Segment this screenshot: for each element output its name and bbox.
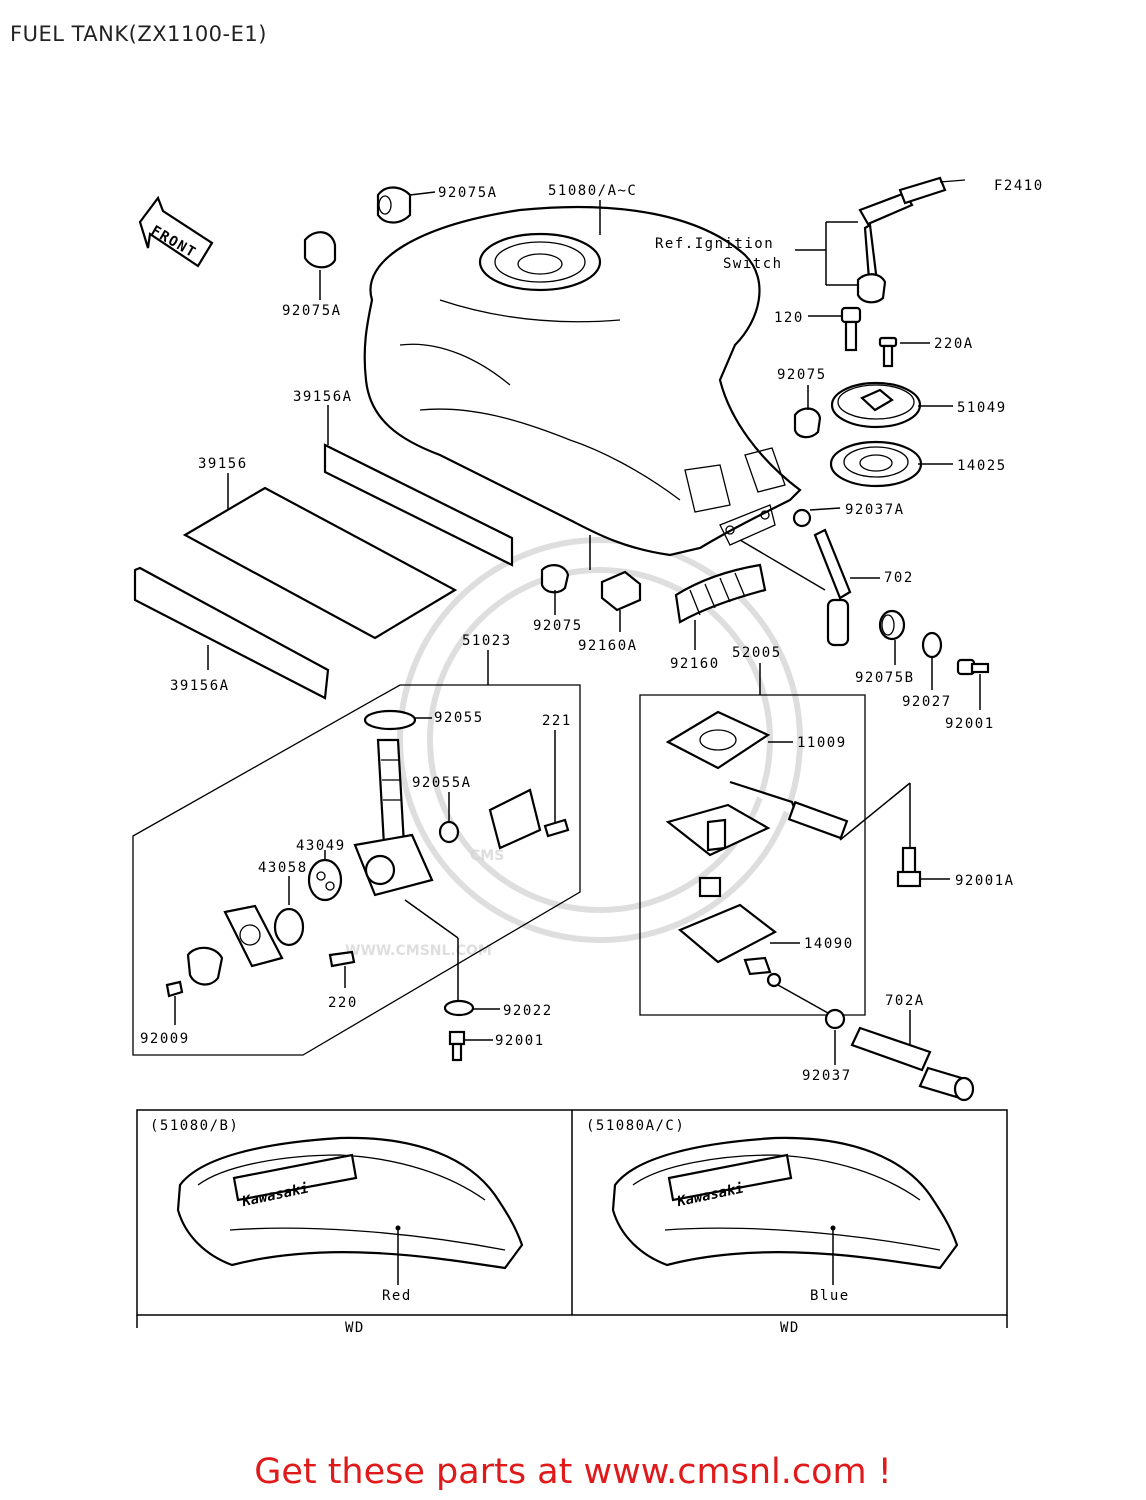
- label-92055A: 92055A: [412, 775, 472, 791]
- clamp-92037: [824, 1008, 846, 1030]
- label-92001A: 92001A: [955, 873, 1015, 889]
- front-arrow-icon: FRONT: [138, 195, 214, 268]
- pad-39156A-top: [323, 443, 514, 567]
- variant-blue-footer: WD: [780, 1320, 800, 1336]
- washer-92027: [921, 631, 943, 659]
- variant-red-color: Red: [382, 1288, 412, 1304]
- label-92075-mid: 92075: [533, 618, 583, 634]
- variant-blue-code: (51080A/C): [586, 1118, 685, 1134]
- label-120: 120: [774, 310, 804, 326]
- cushion-92075-mid: [540, 564, 570, 594]
- label-220A: 220A: [934, 336, 974, 352]
- label-92022: 92022: [503, 1003, 553, 1019]
- cushion-92075-right: [793, 407, 822, 439]
- label-39156A-bottom: 39156A: [170, 678, 230, 694]
- fuel-sensor-group-52005: [639, 694, 866, 1016]
- label-92075: 92075: [777, 367, 827, 383]
- cushion-92075A-top: [376, 186, 412, 224]
- parts-diagram: CMS WWW.CMSNL.COM FRONT: [132, 176, 1044, 1336]
- variant-red: (51080/B) Kawasaki Red WD: [150, 1118, 524, 1336]
- label-92075B: 92075B: [855, 670, 915, 686]
- cmsnl-watermark: CMS WWW.CMSNL.COM: [345, 537, 803, 959]
- label-92055: 92055: [434, 710, 484, 726]
- gasket-14025: [829, 440, 923, 488]
- label-92001-right: 92001: [945, 716, 995, 732]
- bolt-92001A: [896, 846, 922, 888]
- label-39156A-top: 39156A: [293, 389, 353, 405]
- fuel-cock-group-51023: [132, 684, 581, 1056]
- clamp-92037A: [792, 508, 812, 528]
- grommet-92075B: [878, 609, 906, 641]
- label-ref-ignition: Ref.Ignition: [655, 236, 774, 252]
- cushion-92075A-left: [303, 231, 337, 269]
- bolt-92001-right: [956, 658, 990, 676]
- label-14025: 14025: [957, 458, 1007, 474]
- svg-text:CMS: CMS: [470, 848, 504, 864]
- screw-220A: [878, 336, 898, 368]
- label-51049: 51049: [957, 400, 1007, 416]
- label-92075A-top: 92075A: [438, 185, 498, 201]
- label-43058: 43058: [258, 860, 308, 876]
- part-labels: 92075A 51080/A~C F2410 92075A Ref.Igniti…: [140, 178, 1044, 1084]
- ignition-key-icon: [856, 176, 966, 304]
- watermark-text: WWW.CMSNL.COM: [345, 943, 492, 959]
- bolt-120: [840, 306, 862, 352]
- label-52005: 52005: [732, 645, 782, 661]
- label-92009: 92009: [140, 1031, 190, 1047]
- cap-51049: [830, 381, 922, 429]
- label-92001-bottom: 92001: [495, 1033, 545, 1049]
- variants-panel: (51080/B) Kawasaki Red WD (51080A/C) Kaw…: [136, 1109, 1008, 1336]
- label-43049: 43049: [296, 838, 346, 854]
- page-title: FUEL TANK(ZX1100-E1): [10, 22, 267, 46]
- leader-lines: [174, 191, 981, 1065]
- variant-blue-color: Blue: [810, 1288, 850, 1304]
- label-702: 702: [884, 570, 914, 586]
- label-92037: 92037: [802, 1068, 852, 1084]
- label-11009: 11009: [797, 735, 847, 751]
- label-92027: 92027: [902, 694, 952, 710]
- label-92075A-left: 92075A: [282, 303, 342, 319]
- pad-39156A-bottom: [133, 566, 330, 700]
- variant-red-code: (51080/B): [150, 1118, 239, 1134]
- label-39156: 39156: [198, 456, 248, 472]
- variant-blue: (51080A/C) Kawasaki Blue WD: [586, 1118, 959, 1336]
- label-92160A: 92160A: [578, 638, 638, 654]
- label-ref-switch: Switch: [723, 256, 783, 272]
- clamp-92160: [674, 563, 767, 624]
- label-92160: 92160: [670, 656, 720, 672]
- variant-red-footer: WD: [345, 1320, 365, 1336]
- label-220: 220: [328, 995, 358, 1011]
- washer-92022: [443, 999, 475, 1017]
- clip-92160A: [600, 570, 642, 612]
- label-14090: 14090: [804, 936, 854, 952]
- label-702A: 702A: [885, 993, 925, 1009]
- pad-39156: [182, 486, 458, 640]
- hose-702: [813, 528, 852, 647]
- fuel-tank-body: [363, 205, 802, 557]
- label-92037A: 92037A: [845, 502, 905, 518]
- label-51080: 51080/A~C: [548, 183, 637, 199]
- figure-code: F2410: [994, 178, 1044, 194]
- bolt-92001-bottom: [448, 1030, 466, 1062]
- label-51023: 51023: [462, 633, 512, 649]
- promo-link[interactable]: Get these parts at www.cmsnl.com !: [254, 1452, 892, 1492]
- label-221: 221: [542, 713, 572, 729]
- hose-702A: [850, 1026, 975, 1102]
